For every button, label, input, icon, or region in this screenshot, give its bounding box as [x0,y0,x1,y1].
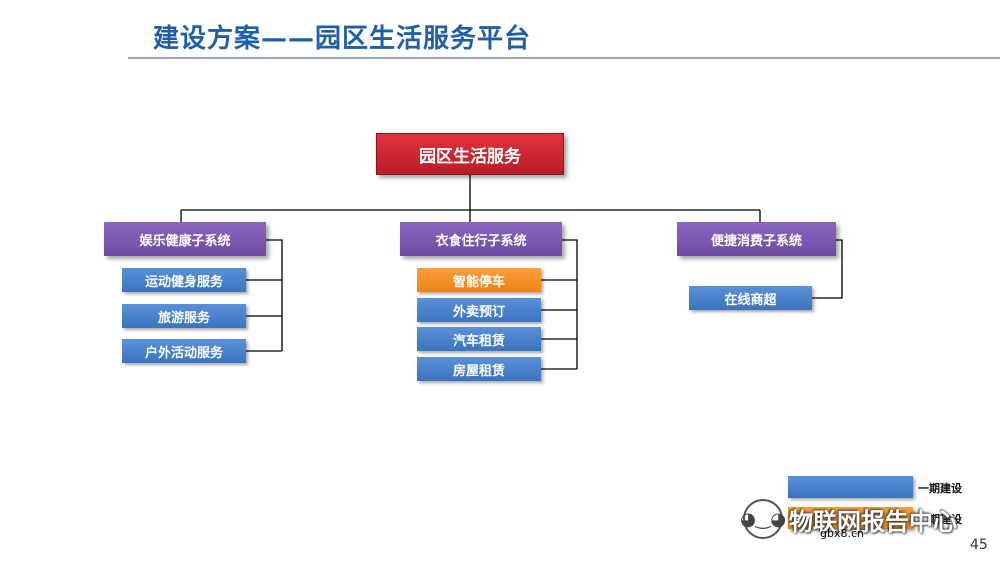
bracket-sys-1 [266,239,283,351]
legend-label-phase-2: 二期建设 [918,513,962,526]
service-online-supermarket: 在线商超 [689,286,812,310]
service-car-rental: 汽车租赁 [417,327,541,351]
watermark-text: 物联网报告中心 [789,507,957,536]
watermark: ◕‿◕ 物联网报告中心 [740,499,957,539]
title-divider [128,57,1000,59]
page-number: 45 [970,537,988,553]
bracket-sys-3 [812,239,843,299]
root-node: 园区生活服务 [376,133,564,175]
subsystem-convenient-consumption: 便捷消费子系统 [677,222,836,256]
bracket-sys-2 [562,239,578,369]
subsystem-entertainment-health: 娱乐健康子系统 [104,222,266,256]
service-sports-fitness: 运动健身服务 [122,268,246,292]
legend-swatch-phase-1 [788,476,913,498]
service-takeout-ordering: 外卖预订 [417,298,541,322]
subsystem-daily-living: 衣食住行子系统 [400,222,562,256]
wechat-logo-icon: ◕‿◕ [740,499,786,539]
service-smart-parking: 智能停车 [417,268,541,292]
legend-swatch-phase-2 [788,507,913,529]
service-house-rental: 房屋租赁 [417,357,541,381]
legend-label-phase-1: 一期建设 [918,482,962,495]
page-title: 建设方案——园区生活服务平台 [153,24,532,54]
service-outdoor-activity: 户外活动服务 [122,339,246,363]
service-travel: 旅游服务 [122,304,246,328]
watermark-url: gbx8.cn [820,527,864,540]
